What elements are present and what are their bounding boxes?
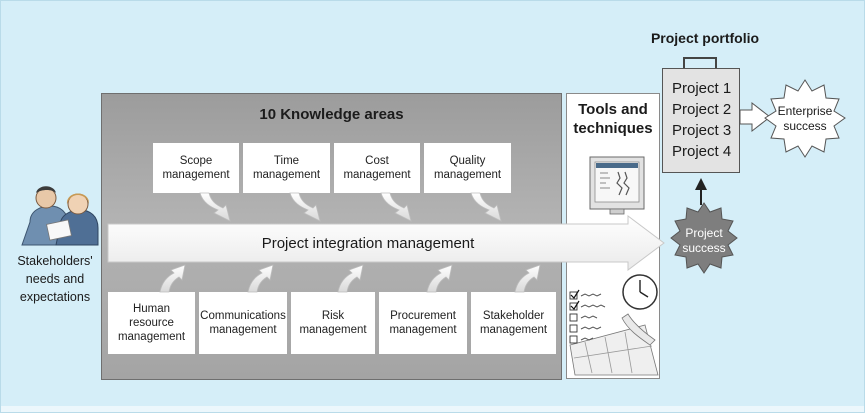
- stakeholders-label: Stakeholders' needs and expectations: [17, 254, 93, 304]
- project-item-3: Project 3: [672, 122, 732, 139]
- project-item-1: Project 1: [672, 80, 732, 97]
- area-label-risk: Risk management: [299, 310, 367, 336]
- area-label-cost: Cost management: [343, 155, 411, 181]
- project-item-4: Project 4: [672, 143, 732, 160]
- area-box-procurement: Procurement management: [379, 292, 467, 354]
- enterprise-success-label: Enterprise success: [777, 104, 833, 133]
- area-label-scope: Scope management: [162, 155, 230, 181]
- area-box-scope: Scope management: [153, 143, 239, 193]
- area-box-time: Time management: [243, 143, 330, 193]
- tools-title: Tools and techniques: [573, 101, 653, 137]
- integration-label: Project integration management: [261, 234, 475, 252]
- area-box-communications: Communications management: [199, 292, 287, 354]
- area-box-human-resource: Human resource management: [108, 292, 195, 354]
- area-label-communications: Communications management: [200, 310, 286, 336]
- project-success-label: Project success: [682, 226, 726, 255]
- project-item-2: Project 2: [672, 101, 732, 118]
- area-box-stakeholder: Stakeholder management: [471, 292, 556, 354]
- area-label-stakeholder: Stakeholder management: [479, 310, 548, 336]
- area-label-human-resource: Human resource management: [117, 303, 186, 343]
- area-box-cost: Cost management: [334, 143, 420, 193]
- area-label-procurement: Procurement management: [389, 310, 457, 336]
- area-box-risk: Risk management: [291, 292, 375, 354]
- portfolio-title: Project portfolio: [650, 30, 760, 46]
- area-label-quality: Quality management: [433, 155, 502, 181]
- area-box-quality: Quality management: [424, 143, 511, 193]
- area-label-time: Time management: [252, 155, 321, 181]
- portfolio-briefcase: [662, 68, 740, 173]
- knowledge-areas-title: 10 Knowledge areas: [259, 106, 404, 123]
- bottom-strip: [1, 406, 864, 412]
